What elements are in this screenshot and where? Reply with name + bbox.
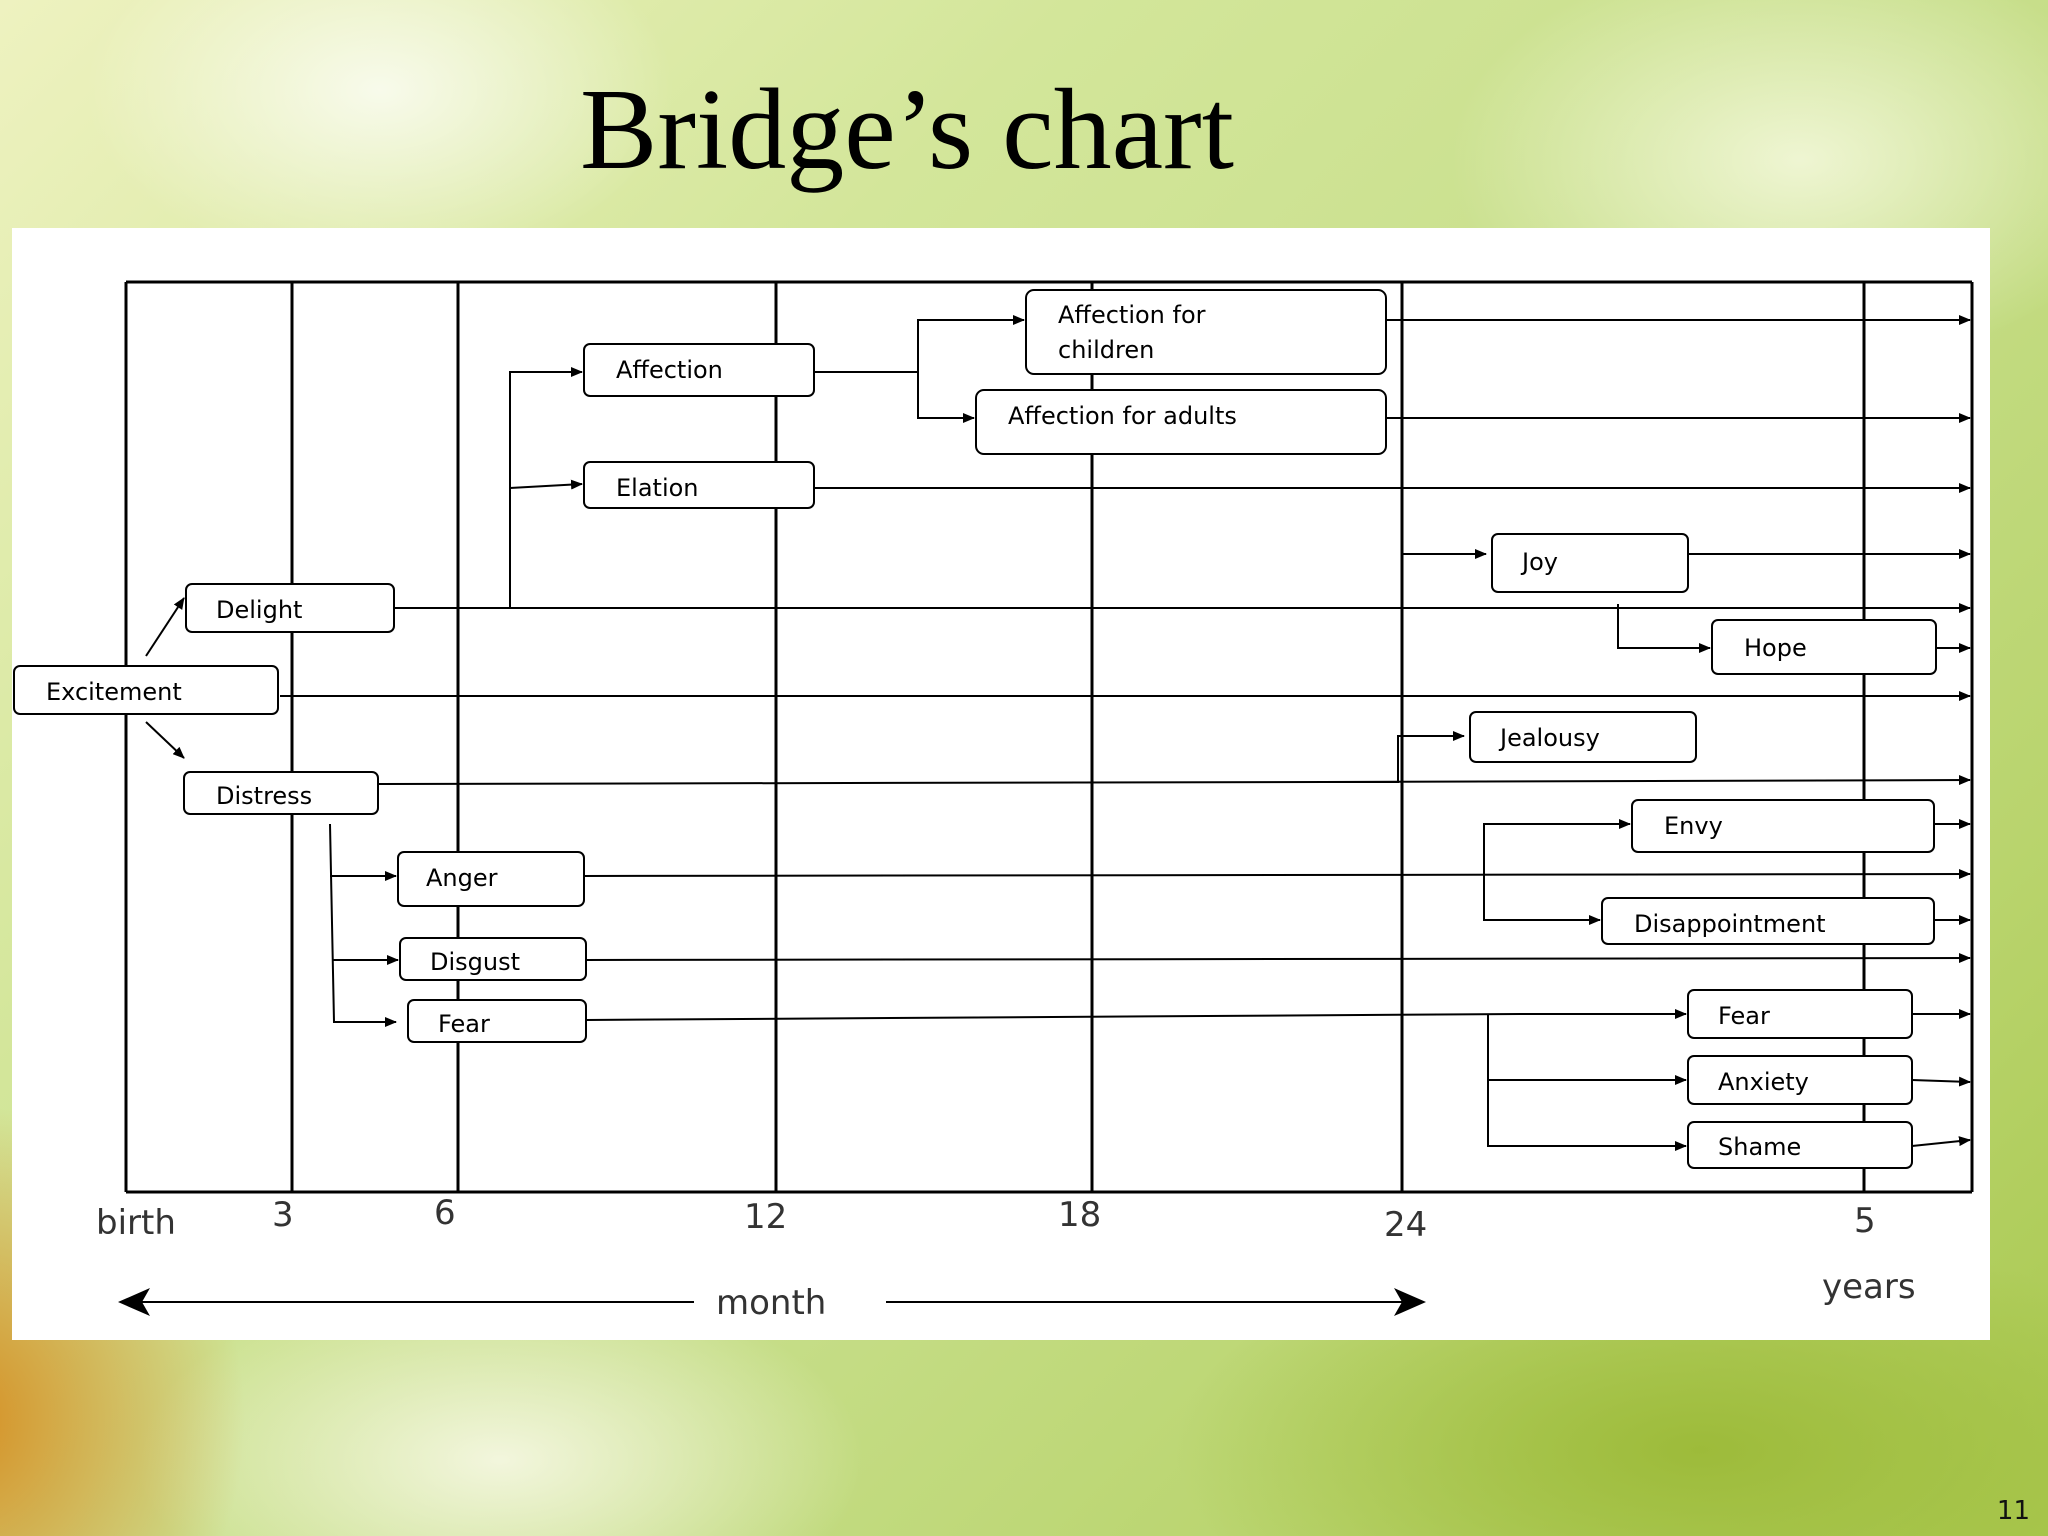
node-fear-late: Fear: [1687, 989, 1913, 1039]
node-hope-label: Hope: [1744, 634, 1807, 662]
node-joy-label: Joy: [1520, 548, 1558, 576]
node-disappointment: Disappointment: [1601, 897, 1935, 945]
tick-label-12: 12: [744, 1197, 787, 1237]
bridges-chart-diagram: Excitement Delight Distress Affection El…: [12, 228, 1990, 1340]
node-affection-adults-label: Affection for adults: [1008, 402, 1237, 430]
node-jealousy: Jealousy: [1469, 711, 1697, 763]
node-excitement: Excitement: [13, 665, 279, 715]
node-anger-label: Anger: [426, 864, 498, 892]
axis-tick-labels: birth 3 6 12 18 24 5: [96, 1193, 1876, 1245]
tick-label-18: 18: [1058, 1195, 1101, 1235]
node-distress-label: Distress: [216, 782, 312, 810]
tick-label-5-years: 5: [1854, 1201, 1876, 1241]
node-disgust: Disgust: [399, 937, 587, 981]
node-fear-late-label: Fear: [1718, 1002, 1770, 1030]
node-excitement-label: Excitement: [46, 678, 182, 706]
node-fear-early: Fear: [407, 999, 587, 1043]
right-arrow-icon: [1394, 1288, 1426, 1316]
node-affection-label: Affection: [616, 356, 723, 384]
node-affection-children-label-line2: children: [1058, 336, 1154, 364]
left-arrow-icon: [118, 1288, 150, 1316]
tick-label-3: 3: [272, 1195, 294, 1235]
years-label: years: [1822, 1267, 1916, 1307]
node-anger: Anger: [397, 851, 585, 907]
node-delight: Delight: [185, 583, 395, 633]
node-fear-early-label: Fear: [438, 1010, 490, 1038]
tick-label-6: 6: [434, 1193, 456, 1233]
month-label: month: [716, 1283, 826, 1323]
node-affection: Affection: [583, 343, 815, 397]
node-hope: Hope: [1711, 619, 1937, 675]
node-disappointment-label: Disappointment: [1634, 910, 1826, 938]
node-elation-label: Elation: [616, 474, 699, 502]
node-shame-label: Shame: [1718, 1133, 1801, 1161]
page-number: 11: [1996, 1496, 2030, 1526]
node-elation: Elation: [583, 461, 815, 509]
node-disgust-label: Disgust: [430, 948, 520, 976]
node-shame: Shame: [1687, 1121, 1913, 1169]
node-affection-children-label-line1: Affection for: [1058, 301, 1206, 329]
node-envy-label: Envy: [1664, 812, 1723, 840]
node-anxiety: Anxiety: [1687, 1055, 1913, 1105]
node-affection-for-children: Affection for children: [1025, 289, 1387, 375]
node-envy: Envy: [1631, 799, 1935, 853]
node-distress: Distress: [183, 771, 379, 815]
node-delight-label: Delight: [216, 596, 302, 624]
connector-lines: [145, 315, 1971, 1151]
node-affection-for-adults: Affection for adults: [975, 389, 1387, 455]
tick-label-24: 24: [1384, 1205, 1427, 1245]
tick-label-birth: birth: [96, 1203, 176, 1243]
node-jealousy-label: Jealousy: [1498, 724, 1600, 752]
month-span: month: [118, 1283, 1426, 1323]
node-anxiety-label: Anxiety: [1718, 1068, 1809, 1096]
slide-title: Bridge’s chart: [580, 66, 1234, 194]
node-joy: Joy: [1491, 533, 1689, 593]
